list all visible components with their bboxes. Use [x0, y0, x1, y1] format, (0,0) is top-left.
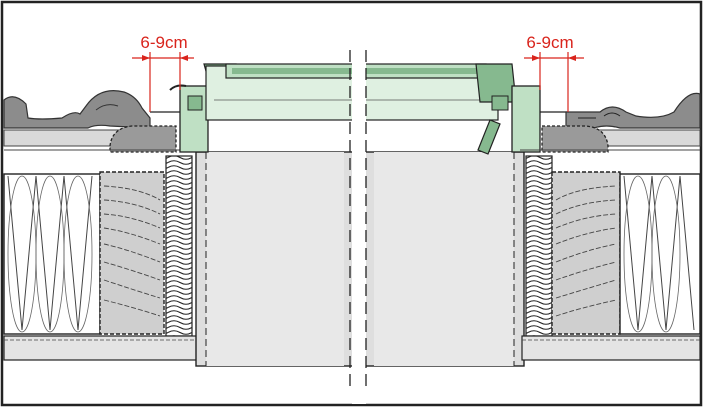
- left-dimension-label: 6-9cm: [140, 33, 187, 52]
- left-roof-tile: [3, 90, 151, 129]
- left-roof-build-up: [3, 90, 200, 361]
- right-dimension-label: 6-9cm: [526, 33, 573, 52]
- window-handle: [477, 119, 501, 155]
- right-dimension-annotation: 6-9cm: [524, 33, 584, 112]
- right-window-frame: [475, 63, 568, 155]
- right-roof-build-up: [520, 92, 701, 361]
- right-flashing: [541, 125, 609, 153]
- left-insulation-collar: [99, 171, 165, 335]
- right-ceiling-lining: [521, 335, 701, 361]
- right-insulation-batts: [619, 173, 701, 335]
- right-compression-seal: [525, 155, 553, 337]
- left-compression-seal: [165, 155, 193, 337]
- left-dimension-annotation: 6-9cm: [132, 33, 194, 112]
- section-break-lines: [349, 4, 367, 404]
- left-flashing: [109, 125, 177, 153]
- right-roof-tile: [565, 92, 701, 129]
